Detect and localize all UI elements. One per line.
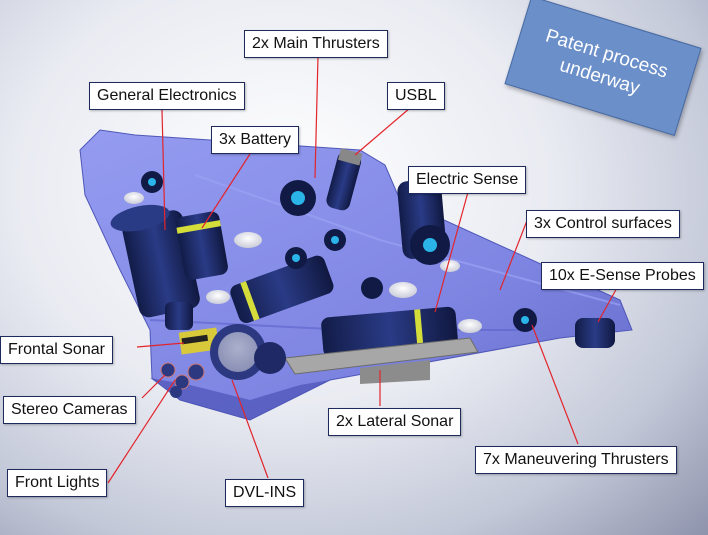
leader-lines: [107, 55, 619, 484]
label-control-surfaces: 3x Control surfaces: [526, 210, 680, 238]
label-main-thrusters: 2x Main Thrusters: [244, 30, 388, 58]
label-electric-sense: Electric Sense: [408, 166, 527, 194]
battery-cylinder: [176, 211, 228, 280]
label-dvl-ins: DVL-INS: [225, 479, 305, 507]
battery-cylinder-2: [230, 255, 334, 323]
label-maneuvering-thrusters: 7x Maneuvering Thrusters: [475, 446, 677, 474]
dvl-ins-unit: [210, 324, 286, 380]
usbl-unit: [326, 148, 363, 211]
thruster-units: [141, 171, 537, 332]
label-stereo-cameras: Stereo Cameras: [3, 396, 136, 424]
frontal-sonar-unit: [178, 327, 220, 355]
label-frontal-sonar: Frontal Sonar: [0, 336, 113, 364]
esense-probes: [124, 192, 615, 348]
label-usbl: USBL: [387, 82, 445, 110]
label-lateral-sonar: 2x Lateral Sonar: [328, 408, 462, 436]
stereo-camera-cluster: [160, 362, 205, 398]
label-front-lights: Front Lights: [7, 469, 108, 497]
label-general-electronics: General Electronics: [89, 82, 245, 110]
label-battery: 3x Battery: [211, 126, 300, 154]
lateral-sonar-bar: [284, 337, 479, 384]
label-esense-probes: 10x E-Sense Probes: [541, 262, 704, 290]
